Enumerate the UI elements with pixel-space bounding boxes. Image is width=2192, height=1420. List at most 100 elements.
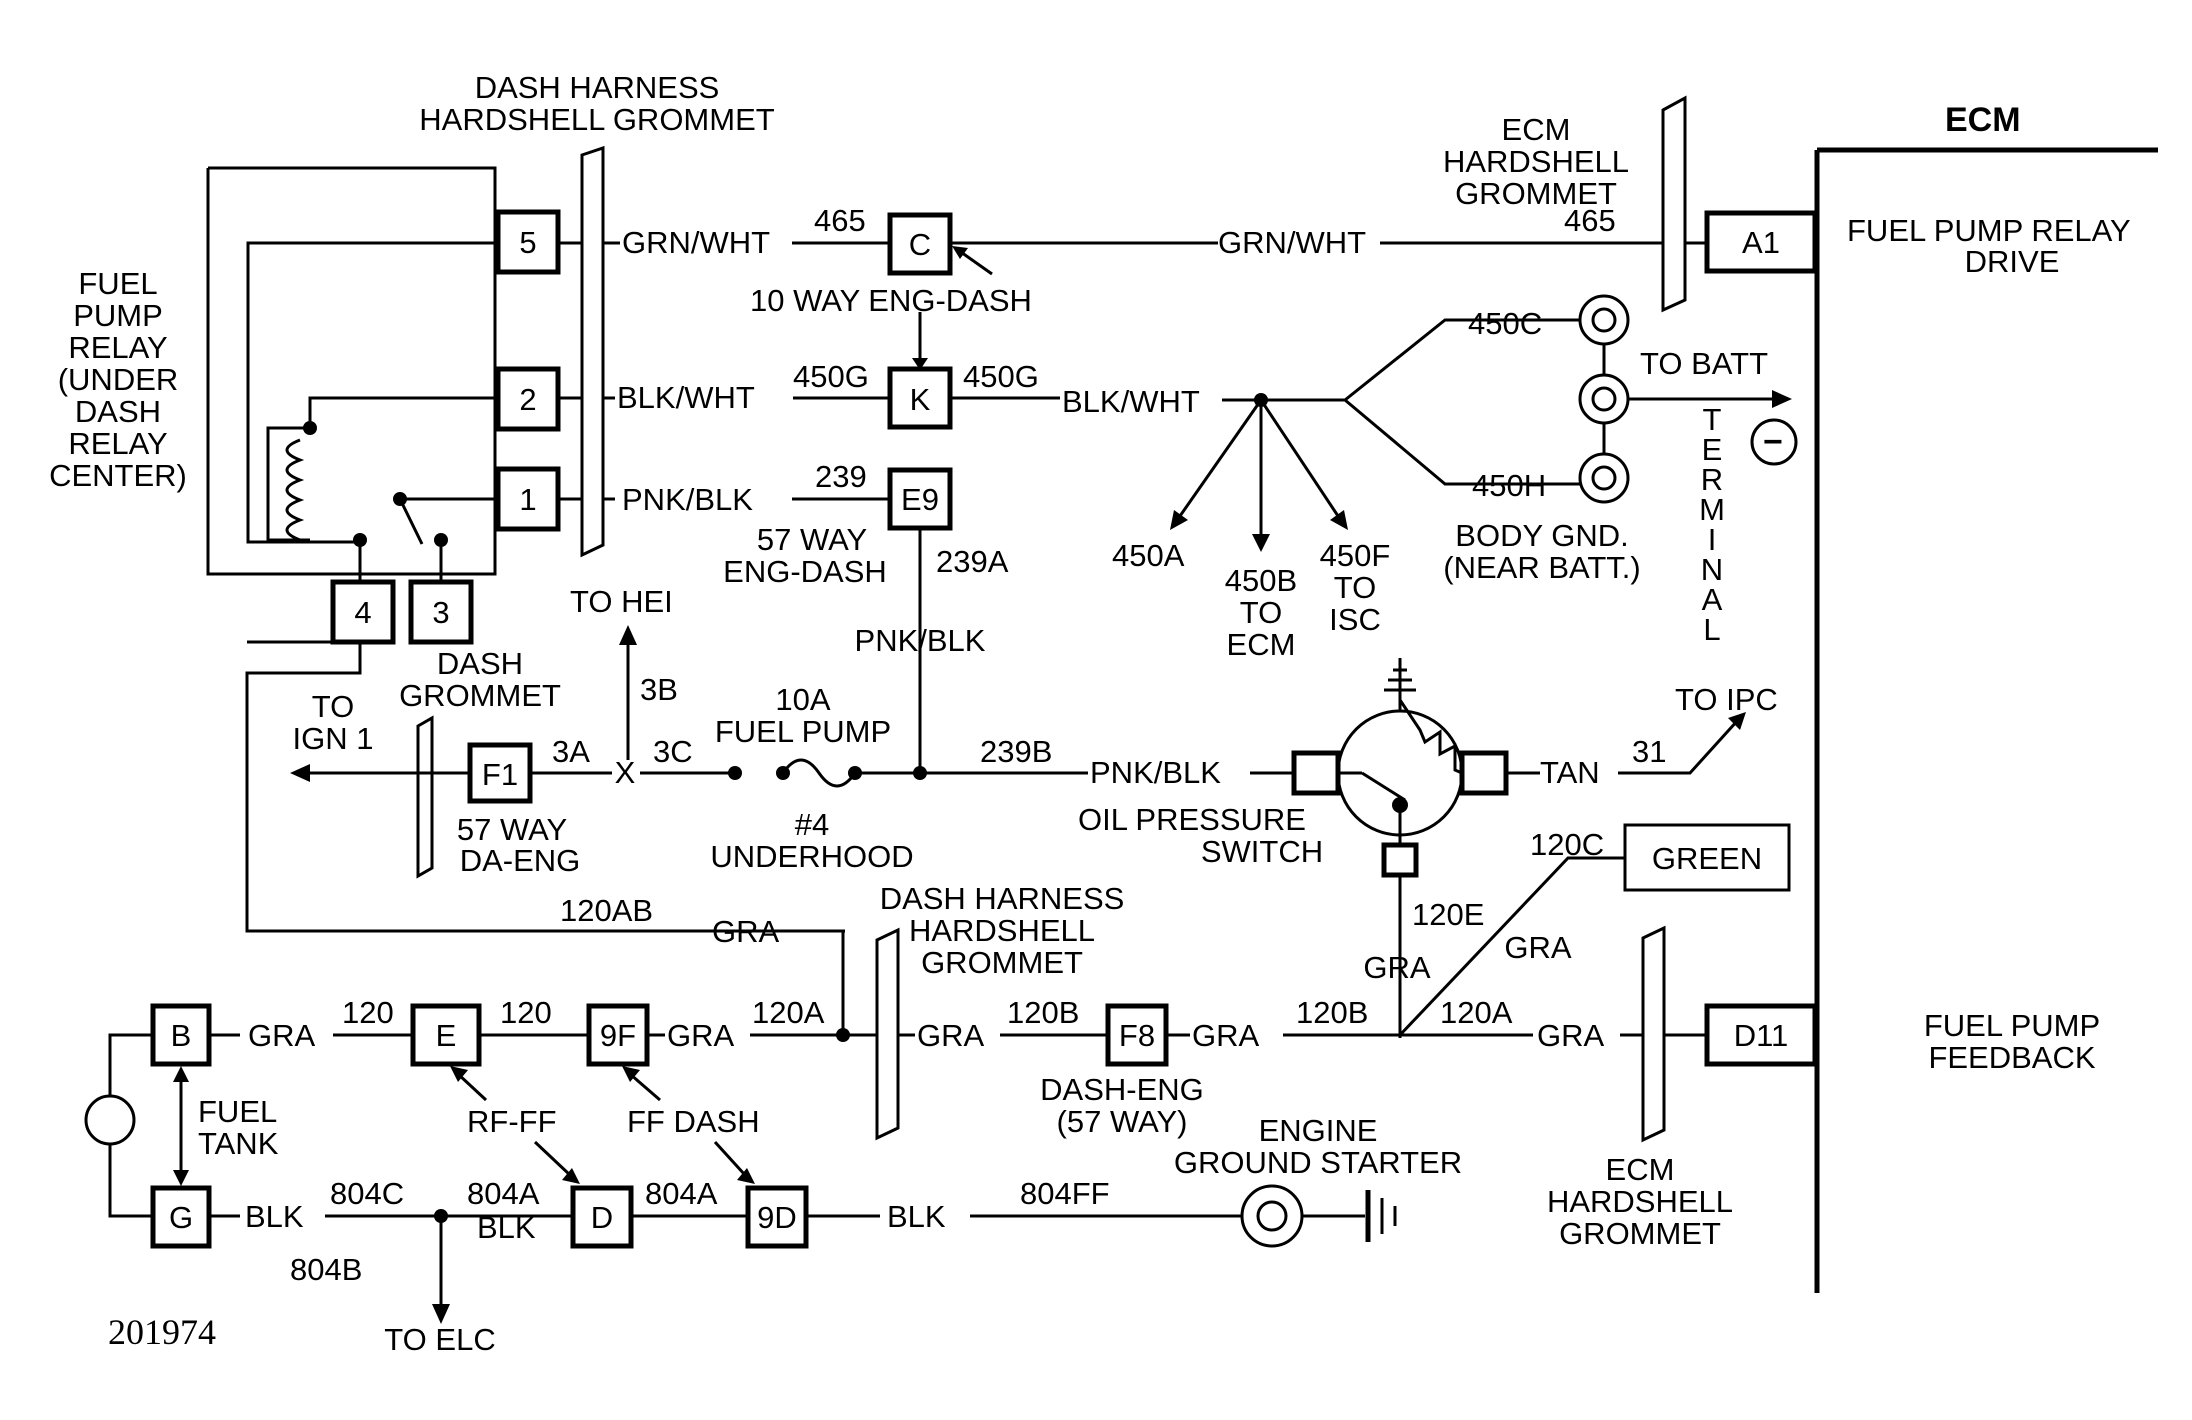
oil-switch-terminal-right: [1459, 750, 1509, 796]
wire-label-31: 31: [1632, 734, 1666, 769]
arrow-450f-head: [1330, 510, 1348, 530]
wire-label-465-a: 465: [814, 203, 866, 238]
wire-label-blk-wht-1: BLK/WHT: [617, 380, 755, 415]
oil-switch-label-2: SWITCH: [1201, 834, 1323, 869]
wire-label-450c: 450C: [1468, 306, 1542, 341]
connector-b-label: B: [171, 1018, 192, 1053]
engine-ground-label-1: ENGINE: [1259, 1113, 1378, 1148]
oil-switch-terminal-bottom: [1381, 842, 1419, 878]
wire-label-450g-a: 450G: [793, 359, 869, 394]
terminal-e: E: [1702, 432, 1723, 467]
minus-symbol: −: [1763, 423, 1783, 461]
wire-label-blk-804a: BLK: [477, 1210, 536, 1245]
ff-dash-label: FF DASH: [627, 1104, 760, 1139]
terminal-r: R: [1701, 462, 1723, 497]
wire-label-gra-120c: GRA: [1504, 930, 1572, 965]
wire-label-blk-wht-2: BLK/WHT: [1062, 384, 1200, 419]
wire-120c: [1398, 856, 1625, 1037]
connector-d: [570, 1185, 634, 1249]
relay-terminal-2-label: 2: [519, 382, 536, 417]
ecm-pin-a1-label: A1: [1742, 225, 1780, 260]
relay-contact-arm: [398, 498, 424, 545]
arrow-rf-ff-up-head: [450, 1066, 468, 1082]
arrow-10way-k-head: [912, 358, 928, 370]
fuel-pump-relay-drive-line1: FUEL PUMP RELAY: [1847, 213, 2131, 248]
connector-e9-label: E9: [901, 482, 939, 517]
connector-g: [150, 1185, 212, 1249]
wire-label-120b-b: 120B: [1296, 995, 1368, 1030]
connector-f1: [467, 742, 533, 804]
fuse-label-2: FUEL PUMP: [715, 714, 891, 749]
ecm-bottom-grommet: [1641, 925, 1666, 1143]
splice-239: [913, 766, 927, 780]
wire-label-blk-9d: BLK: [887, 1199, 946, 1234]
fifty-seven-da-eng-1: 57 WAY: [457, 812, 567, 847]
wire-label-3b: 3B: [640, 672, 678, 707]
wire-label-450g-b: 450G: [963, 359, 1039, 394]
engine-ground-ring-inner: [1256, 1200, 1288, 1232]
wire-label-120e: 120E: [1412, 897, 1484, 932]
relay-terminal-1-label: 1: [519, 482, 536, 517]
arrow-rf-ff-up: [456, 1072, 488, 1102]
wire-label-804a-1: 804A: [467, 1176, 540, 1211]
ecm-top-grommet: [1661, 95, 1687, 313]
wire-450a: [1178, 399, 1263, 517]
connector-e: [410, 1003, 482, 1067]
body-gnd-label-2: (NEAR BATT.): [1443, 550, 1641, 585]
to-ipc-label: TO IPC: [1675, 682, 1778, 717]
connector-c-label: C: [909, 227, 931, 262]
dash-harness-bottom-grommet: [875, 927, 900, 1141]
wire-label-pnk-blk-1: PNK/BLK: [622, 482, 753, 517]
fuel-tank-label-1: FUEL: [198, 1094, 277, 1129]
to-batt-label: TO BATT: [1640, 346, 1768, 381]
wire-label-450f-3: ISC: [1329, 602, 1381, 637]
oil-switch-contact: [1361, 771, 1406, 802]
wire-450h: [1344, 398, 1580, 486]
wire-450f: [1259, 399, 1340, 517]
wire-31: [1618, 718, 1740, 775]
wire-label-gra-9f: GRA: [667, 1018, 735, 1053]
ecm-title: ECM: [1945, 101, 2021, 139]
arrow-ff-dash-down: [713, 1140, 747, 1177]
fuel-pump-motor-icon: [84, 1094, 136, 1146]
arrow-10way-c: [957, 248, 993, 276]
wire-label-120a-1: 120A: [752, 995, 825, 1030]
relay-coil-frame: [266, 426, 310, 542]
relay-label-7: CENTER): [49, 458, 187, 493]
relay-label-2: PUMP: [73, 298, 163, 333]
terminal-t: T: [1703, 402, 1722, 437]
wire-label-450f-2: TO: [1334, 570, 1377, 605]
dash-harness-bottom-label-2: HARDSHELL: [909, 913, 1095, 948]
rf-ff-label: RF-FF: [467, 1104, 557, 1139]
ecm-bottom-grommet-label-3: GROMMET: [1559, 1216, 1721, 1251]
dash-harness-top-grommet: [580, 145, 605, 558]
wire-label-gra-1: GRA: [712, 914, 780, 949]
connector-g-label: G: [169, 1200, 193, 1235]
splice-120a: [836, 1028, 850, 1042]
x-mark: X: [615, 755, 636, 790]
relay-terminal-3: [408, 579, 474, 645]
relay-label-5: DASH: [75, 394, 161, 429]
arrow-fuel-tank-down: [173, 1170, 189, 1186]
dash-harness-bottom-label-1: DASH HARNESS: [880, 881, 1125, 916]
arrow-ign1: [290, 764, 310, 782]
ecm-top-grommet-label-2: HARDSHELL: [1443, 144, 1629, 179]
to-ign1-label-1: TO: [312, 689, 355, 724]
to-hei-label: TO HEI: [570, 584, 673, 619]
relay-terminal-3-label: 3: [432, 595, 449, 630]
arrow-rf-ff-down-head: [562, 1168, 580, 1184]
relay-terminal-2: [495, 366, 561, 432]
ten-way-label: 10 WAY ENG-DASH: [750, 283, 1032, 318]
dash-harness-top-label-1: DASH HARNESS: [475, 70, 720, 105]
engine-ground-ring: [1240, 1184, 1304, 1248]
terminal-i: I: [1708, 522, 1717, 557]
green-label: GREEN: [1652, 841, 1762, 876]
negative-terminal-icon: [1750, 418, 1798, 466]
dash-grommet: [416, 715, 434, 879]
wire-label-tan: TAN: [1540, 755, 1600, 790]
body-gnd-label-1: BODY GND.: [1455, 518, 1628, 553]
ring-terminal-450h: [1578, 452, 1630, 504]
fuel-pump-feedback-line1: FUEL PUMP: [1924, 1008, 2100, 1043]
